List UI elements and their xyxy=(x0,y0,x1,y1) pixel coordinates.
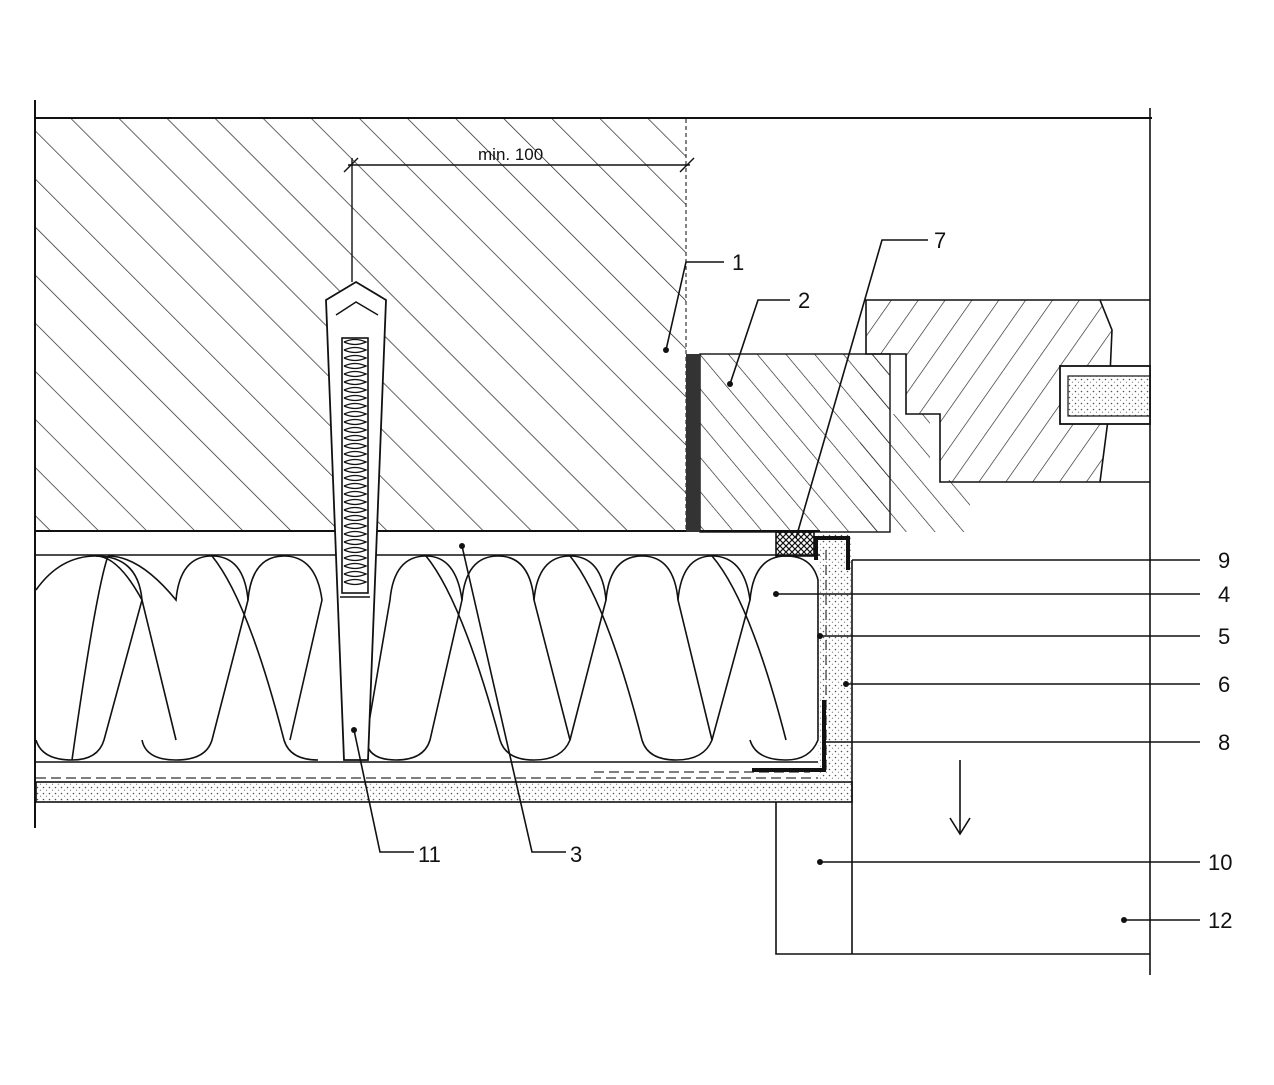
spring-coil xyxy=(343,530,368,538)
spring-coil xyxy=(343,458,368,466)
callout-6: 6 xyxy=(1218,672,1230,697)
spring-coil xyxy=(343,562,368,570)
spring-coil xyxy=(343,498,368,506)
callout-11: 11 xyxy=(418,842,441,867)
insulation-layer xyxy=(35,555,819,763)
spring-coil xyxy=(343,394,368,402)
spring-coil xyxy=(343,450,368,458)
callout-labels: 1 2 3 4 5 6 7 8 9 10 11 12 xyxy=(418,228,1232,933)
spring-coil xyxy=(343,426,368,434)
callout-8: 8 xyxy=(1218,730,1230,755)
spring-coil xyxy=(343,538,368,546)
spring-coil xyxy=(343,386,368,394)
spring-coil xyxy=(343,378,368,386)
spring-coil xyxy=(343,554,368,562)
callout-1: 1 xyxy=(732,250,744,275)
seal-tape xyxy=(775,531,815,557)
spring-coil xyxy=(343,442,368,450)
down-arrow-icon xyxy=(949,760,971,836)
callout-dots xyxy=(351,347,1127,923)
top-outline xyxy=(34,100,1152,975)
window-frame xyxy=(686,299,1151,533)
spring-coil xyxy=(343,482,368,490)
callout-9: 9 xyxy=(1218,548,1230,573)
spring-coil xyxy=(343,570,368,578)
spring-coil xyxy=(343,578,368,586)
spring-coil xyxy=(343,466,368,474)
callout-leaders xyxy=(353,239,1200,921)
callout-12: 12 xyxy=(1208,908,1232,933)
spring-coil xyxy=(343,490,368,498)
dimension-label: min. 100 xyxy=(478,145,543,164)
spring-coil xyxy=(343,354,368,362)
spring-coil xyxy=(343,514,368,522)
spring-coil xyxy=(343,506,368,514)
callout-10: 10 xyxy=(1208,850,1232,875)
spring-coil xyxy=(343,546,368,554)
spring-coil xyxy=(343,338,368,346)
corner-profiles xyxy=(752,536,850,772)
spring-coil xyxy=(343,522,368,530)
callout-3: 3 xyxy=(570,842,582,867)
spring-coil xyxy=(343,370,368,378)
spring-coil xyxy=(343,418,368,426)
dimension-min-100: min. 100 xyxy=(343,145,695,282)
callout-4: 4 xyxy=(1218,582,1230,607)
spring-coil xyxy=(343,474,368,482)
opening-outline xyxy=(775,802,1150,955)
spring-coil xyxy=(343,346,368,354)
anchor-spring xyxy=(341,337,369,594)
gap-layer xyxy=(36,533,820,556)
spring-coil xyxy=(343,434,368,442)
callout-5: 5 xyxy=(1218,624,1230,649)
spring-coil xyxy=(343,402,368,410)
anchor-channel xyxy=(325,280,387,761)
callout-2: 2 xyxy=(798,288,810,313)
spring-coil xyxy=(343,362,368,370)
spring-coil xyxy=(343,410,368,418)
callout-7: 7 xyxy=(934,228,946,253)
render-layers xyxy=(35,532,853,803)
